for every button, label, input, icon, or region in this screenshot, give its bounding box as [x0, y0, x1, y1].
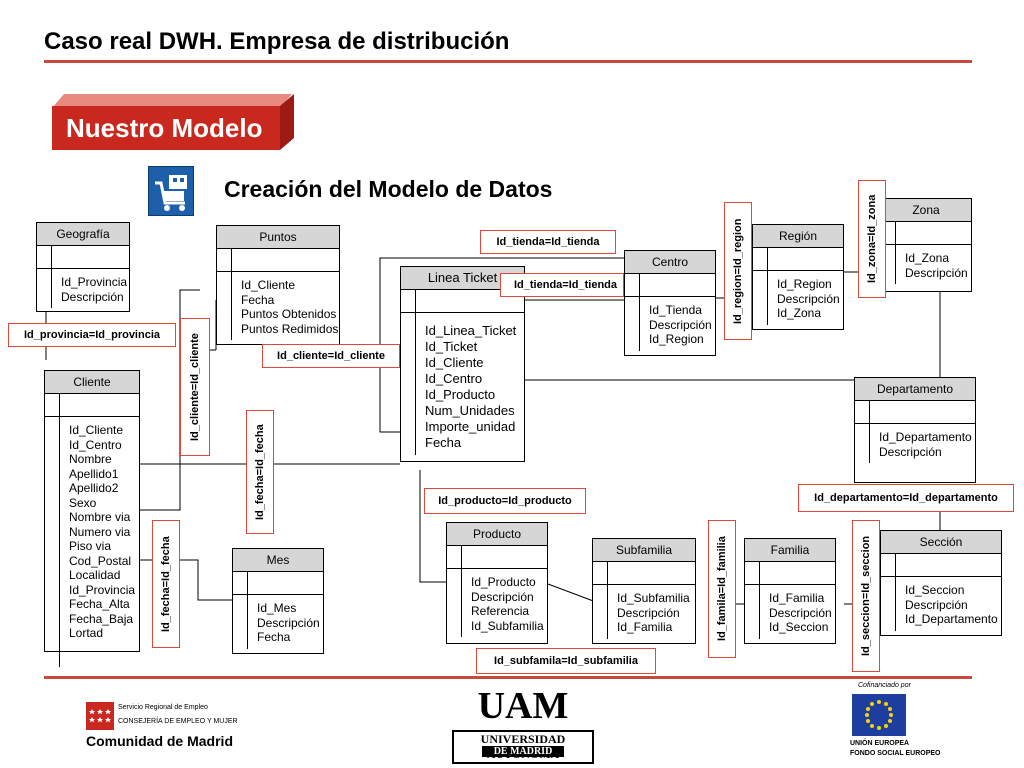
relation-producto: Id_producto=Id_producto	[424, 488, 586, 514]
cart-store-icon	[148, 166, 194, 216]
madrid-name: Comunidad de Madrid	[86, 733, 233, 749]
relation-region: Id_region=Id_region	[724, 202, 752, 340]
entity-fields: Id_Linea_Ticket Id_Ticket Id_Cliente Id_…	[401, 313, 524, 455]
eu-union-label: UNIÓN EUROPEA	[850, 740, 910, 747]
relation-familia: Id_famila=Id_familia	[708, 520, 736, 658]
relation-zona: Id_zona=Id_zona	[858, 180, 886, 298]
entity-header: Región	[753, 225, 843, 248]
relation-subfamilia: Id_subfamila=Id_subfamilia	[476, 648, 656, 674]
eu-cofinanced-label: Cofinanciado por	[858, 682, 911, 689]
relation-cliente-horizontal: Id_cliente=Id_cliente	[262, 344, 400, 368]
entity-cliente: Cliente Id_Cliente Id_Centro Nombre Apel…	[44, 370, 140, 667]
entity-subfamilia: Subfamilia Id_Subfamilia Descripción Id_…	[592, 538, 696, 644]
eu-flag-icon	[852, 694, 906, 736]
entity-familia: Familia Id_Familia Descripción Id_Seccio…	[744, 538, 836, 644]
relation-provincia: Id_provincia=Id_provincia	[8, 323, 176, 347]
uam-logo: UAM UNIVERSIDAD AUTONOMA DE MADRID	[452, 684, 594, 764]
entity-header: Subfamilia	[593, 539, 695, 562]
entity-linea-ticket: Linea Ticket Id_Linea_Ticket Id_Ticket I…	[400, 266, 525, 462]
entity-header: Mes	[233, 549, 323, 572]
entity-fields: Id_Seccion Descripción Id_Departamento	[881, 577, 1001, 631]
relation-fecha-1: Id_fecha=Id_fecha	[246, 410, 274, 534]
entity-fields: Id_Familia Descripción Id_Seccion	[745, 585, 835, 639]
entity-departamento: Departamento Id_Departamento Descripción	[854, 377, 976, 483]
entity-fields: Id_Mes Descripción Fecha	[233, 595, 323, 649]
entity-fields: Id_Cliente Id_Centro Nombre Apellido1 Ap…	[45, 417, 139, 667]
relation-tienda-2: Id_tienda=Id_tienda	[500, 273, 624, 297]
banner-side-face	[280, 94, 294, 150]
entity-header: Zona	[881, 199, 971, 222]
top-rule	[44, 60, 972, 63]
entity-producto: Producto Id_Producto Descripción Referen…	[446, 522, 548, 644]
entity-fields: Id_Departamento Descripción	[855, 424, 975, 463]
eu-fund-label: FONDO SOCIAL EUROPEO	[850, 750, 941, 757]
relation-seccion: Id_seccion=Id_seccion	[852, 520, 880, 672]
entity-header: Geografía	[37, 223, 129, 246]
entity-fields: Id_Zona Descripción	[881, 245, 971, 284]
entity-fields: Id_Tienda Descripción Id_Region	[625, 297, 715, 351]
entity-header: Departamento	[855, 378, 975, 401]
entity-mes: Mes Id_Mes Descripción Fecha	[232, 548, 324, 654]
entity-fields: Id_Provincia Descripción	[37, 269, 129, 308]
entity-fields: Id_Producto Descripción Referencia Id_Su…	[447, 569, 547, 637]
entity-zona: Zona Id_Zona Descripción	[880, 198, 972, 292]
relation-fecha-2: Id_fecha=Id_fecha	[152, 520, 180, 648]
slide-title: Caso real DWH. Empresa de distribución	[44, 28, 510, 55]
entity-fields: Id_Region Descripción Id_Zona	[753, 271, 843, 325]
entity-centro: Centro Id_Tienda Descripción Id_Region	[624, 250, 716, 356]
entity-geografia: Geografía Id_Provincia Descripción	[36, 222, 130, 312]
madrid-flag-icon	[86, 702, 114, 730]
relation-tienda-1: Id_tienda=Id_tienda	[480, 230, 616, 254]
entity-fields: Id_Subfamilia Descripción Id_Familia	[593, 585, 695, 639]
entity-header: Familia	[745, 539, 835, 562]
entity-header: Producto	[447, 523, 547, 546]
section-banner: Nuestro Modelo	[52, 106, 280, 150]
entity-region: Región Id_Region Descripción Id_Zona	[752, 224, 844, 330]
uam-city: DE MADRID	[482, 746, 564, 757]
entity-fields: Id_Cliente Fecha Puntos Obtenidos Puntos…	[217, 272, 339, 340]
diagram-subtitle: Creación del Modelo de Datos	[224, 176, 553, 202]
entity-header: Centro	[625, 251, 715, 274]
relation-departamento: Id_departamento=Id_departamento	[798, 484, 1014, 512]
bottom-rule	[44, 676, 972, 679]
entity-header: Cliente	[45, 371, 139, 394]
entity-header: Puntos	[217, 226, 339, 249]
entity-header: Linea Ticket	[401, 267, 524, 290]
entity-header: Sección	[881, 531, 1001, 554]
entity-puntos: Puntos Id_Cliente Fecha Puntos Obtenidos…	[216, 225, 340, 345]
entity-seccion: Sección Id_Seccion Descripción Id_Depart…	[880, 530, 1002, 636]
uam-letters: UAM	[477, 685, 569, 727]
banner-top-face	[52, 94, 292, 108]
madrid-service-label: Servicio Regional de Empleo	[118, 704, 208, 711]
madrid-consejeria-label: CONSEJERÍA DE EMPLEO Y MUJER	[118, 718, 238, 725]
relation-cliente-vertical: Id_cliente=Id_cliente	[180, 318, 210, 456]
